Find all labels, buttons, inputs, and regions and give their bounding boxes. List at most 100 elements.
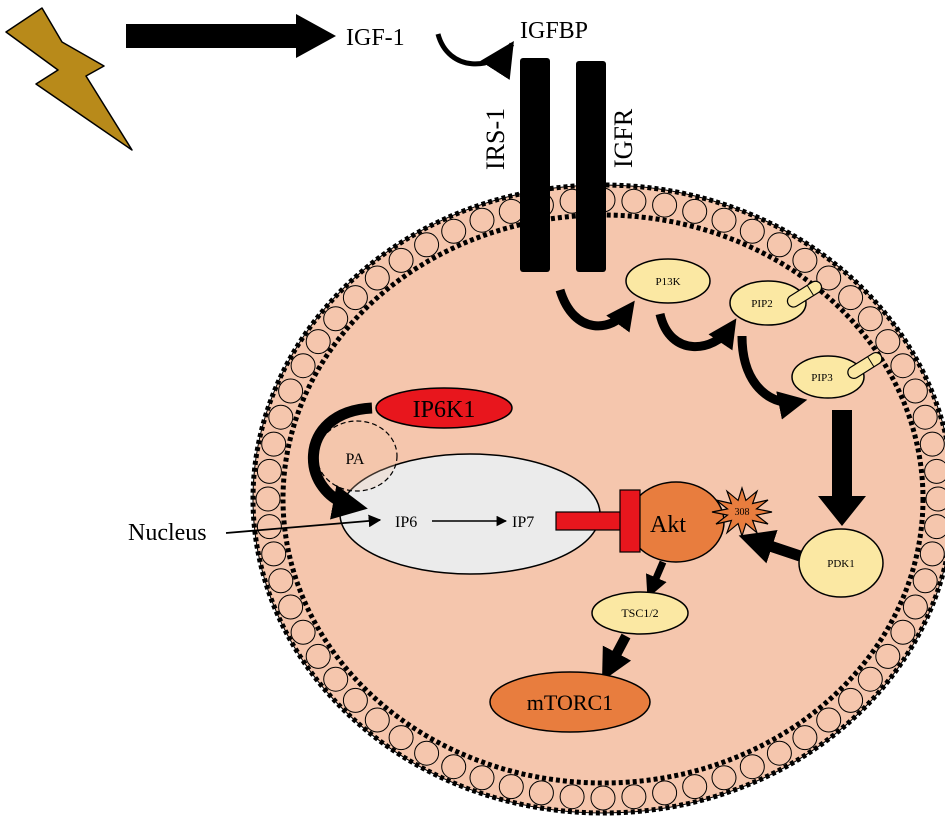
membrane-bead — [261, 431, 287, 457]
membrane-bead — [590, 785, 616, 811]
pip2-label: PIP2 — [751, 298, 772, 310]
ip7-label: IP7 — [512, 514, 534, 531]
membrane-bead — [682, 198, 708, 224]
membrane-bead — [498, 198, 524, 224]
igfr-receptor-bar — [576, 61, 606, 272]
membrane-bead — [261, 541, 287, 567]
membrane-bead — [364, 707, 390, 733]
membrane-bead — [890, 353, 916, 379]
tsc-to-mtorc1-arrow — [602, 633, 632, 682]
pdk1-node — [798, 528, 884, 598]
membrane-bead-ring — [255, 187, 945, 811]
igfbp-label: IGFBP — [520, 18, 588, 44]
membrane-bead — [290, 353, 316, 379]
tsc-label: TSC1/2 — [621, 606, 658, 620]
membrane-bead — [621, 784, 647, 810]
akt-to-tsc-arrow — [645, 560, 667, 599]
membrane-bead — [838, 285, 864, 311]
membrane-bead — [388, 247, 414, 273]
membrane-bead — [857, 306, 883, 332]
mtorc1-node — [489, 671, 651, 733]
membrane-bead — [342, 285, 368, 311]
phosphorylation-burst-icon — [711, 486, 773, 538]
membrane-bead — [305, 329, 331, 355]
pip3-phosphate-tag — [847, 351, 883, 379]
irs1-receptor-bar — [520, 58, 550, 272]
igf1-to-igfbp-arrow — [435, 33, 515, 80]
pip2-to-pip3-arrow — [737, 335, 808, 420]
membrane-bead — [323, 306, 349, 332]
membrane-bead — [256, 458, 282, 484]
membrane-bead — [268, 404, 294, 430]
ip6-label: IP6 — [395, 514, 417, 531]
membrane-bead — [766, 232, 792, 258]
ip6k1-to-ip6-arrow — [307, 402, 373, 520]
membrane-bead — [890, 619, 916, 645]
membrane-bead — [469, 765, 495, 791]
membrane-bead — [838, 687, 864, 713]
membrane-bead — [925, 486, 945, 512]
membrane-bead — [414, 740, 440, 766]
membrane-bead — [441, 218, 467, 244]
pa-label: PA — [346, 451, 365, 468]
membrane-bead — [857, 666, 883, 692]
ip7-inhibition-bar — [555, 511, 627, 531]
membrane-bead — [652, 192, 678, 218]
membrane-bead — [441, 754, 467, 780]
pdk1-label: PDK1 — [827, 558, 855, 570]
membrane-bead — [919, 431, 945, 457]
membrane-bead — [255, 486, 281, 512]
membrane-bead — [739, 218, 765, 244]
pdk1-to-akt-arrow — [738, 529, 802, 564]
membrane-bead — [278, 594, 304, 620]
membrane-bead — [498, 774, 524, 800]
membrane-bead — [766, 740, 792, 766]
pip3-to-pdk1-arrow — [818, 410, 866, 526]
ip7-inhibition-cap — [619, 489, 641, 553]
tsc-node — [591, 591, 689, 635]
nucleus-pointer-arrow — [225, 514, 382, 534]
membrane-bead — [652, 780, 678, 806]
membrane-bead — [875, 643, 901, 669]
membrane-bead — [290, 619, 316, 645]
pi3k-to-pip2-arrow — [655, 312, 737, 352]
pip2-phosphate-tag — [786, 280, 823, 308]
membrane-bead — [388, 725, 414, 751]
membrane-bead — [816, 707, 842, 733]
membrane-bead — [912, 404, 938, 430]
membrane-bead — [816, 265, 842, 291]
membrane-bead — [924, 514, 945, 540]
stimulus-arrow — [126, 14, 336, 58]
membrane-bead — [919, 541, 945, 567]
membrane-bead — [875, 329, 901, 355]
membrane-bead — [902, 594, 928, 620]
pip3-node — [791, 355, 865, 399]
membrane-bead — [621, 188, 647, 214]
membrane-bead — [305, 643, 331, 669]
pip2-node — [729, 280, 807, 326]
membrane-bead — [256, 514, 282, 540]
membrane-bead — [278, 378, 304, 404]
membrane-bead — [902, 378, 928, 404]
membrane-bead — [469, 207, 495, 233]
membrane-bead — [682, 774, 708, 800]
pip3-label: PIP3 — [811, 372, 833, 384]
igf1-label: IGF-1 — [346, 25, 405, 51]
igfr-label: IGFR — [609, 108, 638, 168]
membrane-bead — [559, 784, 585, 810]
irs1-label: IRS-1 — [481, 108, 510, 170]
membrane-bead — [342, 687, 368, 713]
membrane-bead — [912, 568, 938, 594]
membrane-bead — [711, 765, 737, 791]
nucleus-label: Nucleus — [128, 520, 207, 546]
site-308-label: 308 — [735, 507, 750, 518]
membrane-bead — [323, 666, 349, 692]
receptor-to-pi3k-arrow — [555, 288, 635, 333]
membrane-bead — [268, 568, 294, 594]
lightning-bolt-icon — [5, 7, 133, 151]
membrane-bead — [792, 247, 818, 273]
akt-label: Akt — [650, 512, 686, 538]
membrane-bead — [528, 780, 554, 806]
